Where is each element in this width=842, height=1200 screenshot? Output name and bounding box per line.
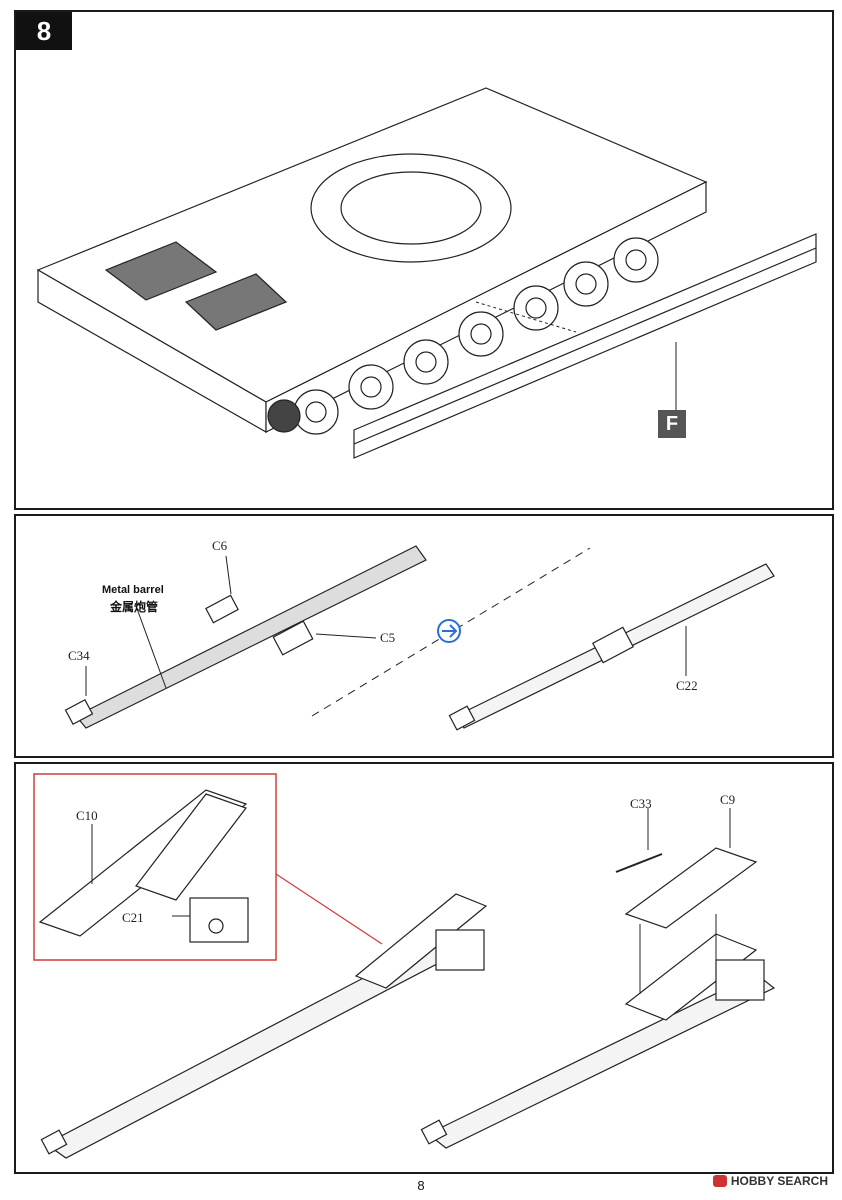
gun-mount-panel: C10 C21 C33 C9 <box>14 762 834 1174</box>
divider-dashed <box>311 547 591 717</box>
watermark-text: HOBBY SEARCH <box>730 1174 828 1188</box>
metal-barrel-label-en: Metal barrel <box>102 584 164 596</box>
sleeve-c5 <box>272 620 314 656</box>
part-c34-label: C34 <box>68 648 90 663</box>
leader-c5 <box>315 633 377 639</box>
metal-barrel-label-cn: 金属炮管 <box>110 600 159 614</box>
part-c33-label: C33 <box>630 796 652 811</box>
rotate-arrow-icon <box>437 619 461 643</box>
step-number-badge: 8 <box>16 12 72 50</box>
mount-left <box>354 893 488 989</box>
collar-c22 <box>592 626 634 664</box>
plate-c9 <box>624 847 758 929</box>
part-f-label: F <box>658 410 686 438</box>
hull-drawing <box>36 87 817 459</box>
turret-ring-inner <box>340 171 482 245</box>
step-8-hull-panel: 8 <box>14 10 834 510</box>
inset-connector <box>275 873 383 945</box>
muzzle-left <box>40 1129 68 1155</box>
hobby-search-logo-icon <box>712 1175 727 1187</box>
leader-metal-barrel <box>135 605 167 689</box>
muzzle-right <box>420 1119 448 1145</box>
muzzle-c22 <box>448 705 476 731</box>
engine-grille-right <box>184 273 288 331</box>
drive-sprocket <box>267 399 301 433</box>
part-c22-label: C22 <box>676 678 698 693</box>
metal-barrel <box>75 545 427 729</box>
part-c9-label: C9 <box>720 792 736 807</box>
mount-block-left <box>435 929 485 971</box>
part-c21-label: C21 <box>122 910 144 925</box>
sleeve-c6 <box>205 594 239 624</box>
gun-mount-drawing <box>33 773 776 1159</box>
barrel-assembly-panel: C6 C5 C34 C22 Metal barrel 金属炮管 <box>14 514 834 758</box>
pin-c33 <box>615 853 663 873</box>
road-wheels <box>293 237 659 435</box>
engine-grille-left <box>104 241 218 301</box>
part-c6-label: C6 <box>212 538 228 553</box>
leader-c6 <box>225 555 232 595</box>
assembled-gun-right <box>426 973 776 1149</box>
part-c5-label: C5 <box>380 630 396 645</box>
mount-block-right <box>715 959 765 1001</box>
barrel-drawing <box>64 545 775 731</box>
page-number: 8 <box>417 1178 425 1193</box>
mount-right <box>624 933 758 1021</box>
part-c10-label: C10 <box>76 808 98 823</box>
muzzle-c34 <box>64 698 94 726</box>
watermark: HOBBY SEARCH <box>712 1174 828 1188</box>
inset-mount-arm <box>135 793 247 901</box>
